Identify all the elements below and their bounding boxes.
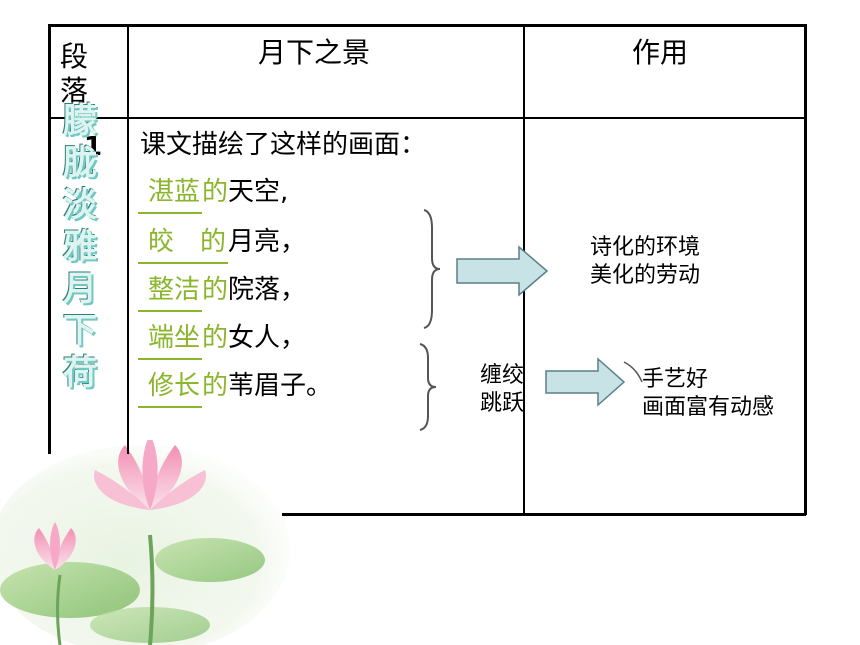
- scene-intro: 课文描绘了这样的画面：: [140, 130, 427, 160]
- row-number: 1: [84, 132, 103, 162]
- vertical-title: 朦 胧 淡 雅 月 下 荷: [50, 100, 110, 394]
- action-word: 缠绞: [480, 363, 525, 388]
- phrase-fill: 皎 的: [138, 222, 229, 264]
- phrase-row: 端坐的女人，: [138, 318, 307, 360]
- effect-environment: 诗化的环境 美化的劳动: [590, 234, 700, 290]
- vertical-title-char: 雅: [63, 227, 97, 267]
- phrase-fill: 湛蓝: [138, 172, 203, 214]
- phrase-rest: 天空,: [228, 177, 289, 207]
- phrase-rest: 月亮，: [228, 227, 307, 257]
- table-col1-divider: [127, 24, 129, 454]
- arrow-right-icon: [545, 357, 626, 407]
- header-paragraph-char: 落: [60, 74, 89, 107]
- vertical-title-char: 淡: [63, 185, 97, 225]
- effect-line: 手艺好: [642, 367, 709, 392]
- phrase-fill: 端坐: [138, 318, 203, 360]
- phrase-row: 修长的苇眉子。: [138, 366, 333, 408]
- header-scene: 月下之景: [258, 36, 371, 69]
- table-bottom-border: [282, 513, 806, 516]
- right-brace-upper: [423, 209, 441, 329]
- action-word: 跳跃: [480, 391, 525, 416]
- phrase-de: 的: [202, 323, 229, 353]
- table-right-border: [804, 24, 807, 515]
- header-paragraph: 段 落: [60, 40, 100, 108]
- phrase-de: 的: [202, 177, 229, 207]
- phrase-de: 的: [202, 371, 229, 401]
- vertical-title-char: 下: [63, 311, 97, 351]
- phrase-row: 整洁的院落，: [138, 270, 307, 312]
- phrase-rest: 院落，: [228, 275, 307, 305]
- connector-line: [623, 361, 643, 383]
- phrase-fill: 修长: [138, 366, 203, 408]
- phrase-fill: 整洁: [138, 270, 203, 312]
- header-paragraph-char: 段: [60, 40, 89, 73]
- effect-skill: 手艺好 画面富有动感: [642, 366, 852, 422]
- phrase-rest: 苇眉子。: [228, 371, 333, 401]
- phrase-row: 湛蓝的天空,: [138, 172, 289, 214]
- action-words: 缠绞 跳跃: [480, 362, 524, 418]
- effect-line: 诗化的环境: [590, 235, 701, 260]
- vertical-title-char: 荷: [63, 353, 97, 393]
- right-brace-lower: [419, 343, 437, 431]
- lotus-image: [0, 440, 290, 645]
- phrase-de: 的: [202, 275, 229, 305]
- vertical-title-char: 胧: [63, 143, 97, 183]
- vertical-title-char: 月: [63, 269, 97, 309]
- arrow-right-icon: [456, 245, 549, 297]
- table-header-divider: [48, 117, 806, 119]
- phrase-row: 皎 的月亮，: [138, 222, 307, 264]
- vertical-title-char: 朦: [63, 101, 97, 141]
- effect-line: 美化的劳动: [590, 263, 701, 288]
- table-top-border: [48, 24, 806, 27]
- header-effect: 作用: [632, 36, 689, 69]
- effect-line: 画面富有动感: [642, 395, 775, 420]
- phrase-rest: 女人，: [228, 323, 307, 353]
- table-left-border: [48, 24, 51, 454]
